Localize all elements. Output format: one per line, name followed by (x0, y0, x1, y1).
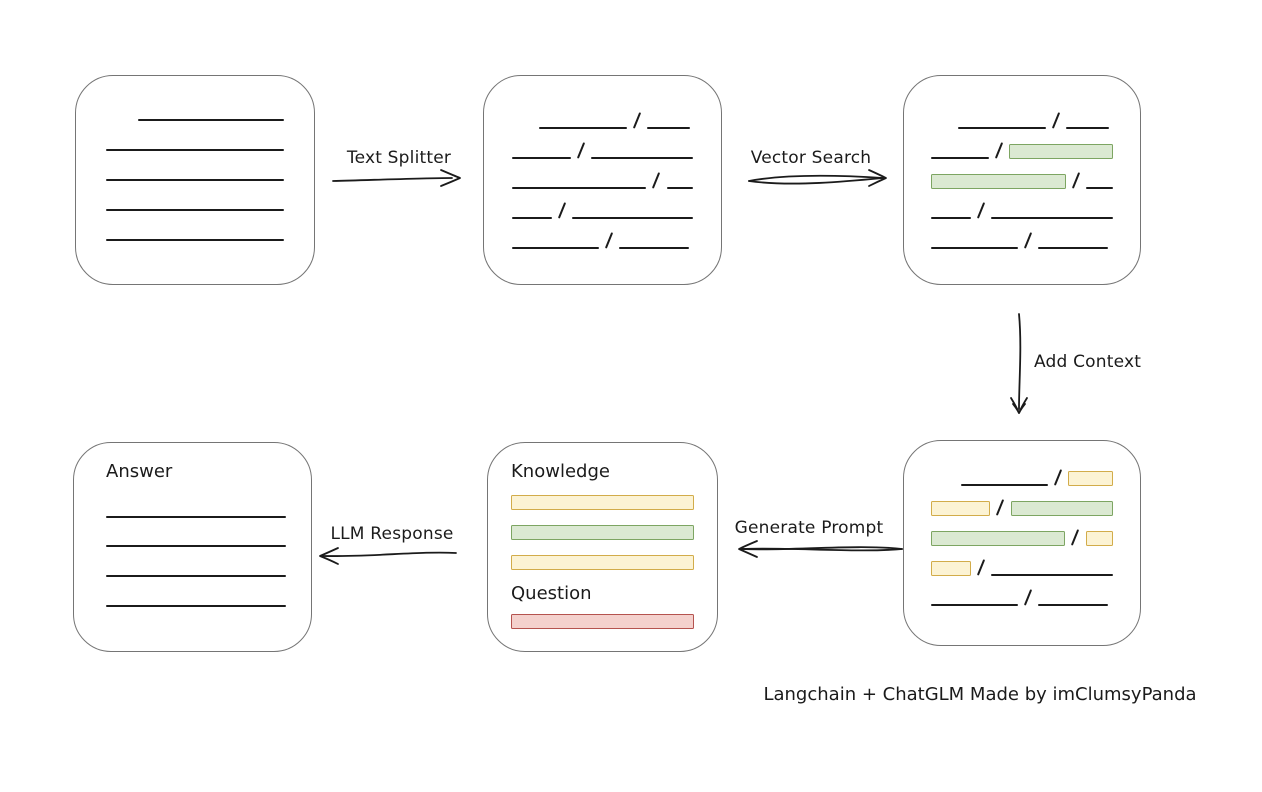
context-chunk-lines (904, 441, 1140, 606)
chunk-separator (604, 232, 614, 249)
matched-chunk-highlight (931, 531, 1066, 546)
chunk-row (512, 129, 693, 159)
text-line-row (106, 211, 284, 241)
node-context-chunks (903, 440, 1141, 646)
text-line-row (106, 181, 284, 211)
knowledge-bar-yellow (511, 495, 694, 510)
chunk-row (931, 189, 1113, 219)
knowledge-title: Knowledge (511, 461, 610, 482)
context-chunk-highlight (1085, 531, 1113, 546)
text-line-row (106, 151, 284, 181)
node-prompt: Knowledge Question (487, 442, 718, 652)
matched-chunk-highlight (1009, 144, 1113, 159)
chunk-row (512, 159, 693, 189)
knowledge-bar-green (511, 525, 694, 540)
edge-label-llm-response: LLM Response (330, 524, 454, 544)
document-lines (76, 76, 314, 241)
node-document (75, 75, 315, 285)
node-matched-chunks (903, 75, 1141, 285)
chunk-separator (576, 142, 586, 159)
chunk-separator (976, 559, 986, 576)
split-text-lines (484, 76, 721, 249)
chunk-row (931, 219, 1113, 249)
chunk-separator (1051, 112, 1061, 129)
edge-label-vector-search: Vector Search (750, 148, 872, 168)
question-title: Question (511, 583, 592, 604)
edge-label-generate-prompt: Generate Prompt (734, 518, 884, 538)
chunk-separator (1054, 469, 1063, 486)
chunk-separator (994, 142, 1004, 159)
edge-label-add-context: Add Context (1034, 352, 1142, 372)
context-chunk-highlight (931, 501, 991, 516)
text-line-row (106, 121, 284, 151)
text-line-row (106, 91, 284, 121)
edge-label-text-splitter: Text Splitter (346, 148, 452, 168)
chunk-row (512, 189, 693, 219)
arrow-vector-search (748, 169, 887, 187)
chunk-separator (1071, 529, 1080, 546)
chunk-row (931, 486, 1113, 516)
chunk-row (512, 99, 693, 129)
chunk-row (931, 516, 1113, 546)
matched-chunk-highlight (1010, 501, 1113, 516)
chunk-separator (652, 172, 661, 189)
chunk-separator (1071, 172, 1081, 189)
answer-line (106, 516, 286, 518)
matched-chunk-highlight (931, 174, 1067, 189)
node-split-text (483, 75, 722, 285)
chunk-row (931, 456, 1113, 486)
chunk-row (512, 219, 693, 249)
arrow-add-context (1010, 313, 1028, 414)
chunk-row (931, 99, 1113, 129)
matched-chunk-lines (904, 76, 1140, 249)
diagram-caption: Langchain + ChatGLM Made by imClumsyPand… (763, 684, 1197, 705)
answer-line (106, 545, 286, 547)
chunk-separator (1023, 589, 1033, 606)
answer-line (106, 575, 286, 577)
answer-title: Answer (106, 461, 173, 482)
chunk-separator (632, 112, 642, 129)
chunk-separator (1023, 232, 1033, 249)
chunk-separator (976, 202, 986, 219)
context-chunk-highlight (931, 561, 971, 576)
chunk-row (931, 576, 1113, 606)
chunk-separator (996, 499, 1005, 516)
chunk-row (931, 159, 1113, 189)
arrow-generate-prompt (738, 540, 903, 558)
answer-line (106, 605, 286, 607)
chunk-row (931, 129, 1113, 159)
chunk-row (931, 546, 1113, 576)
arrow-text-splitter (332, 169, 461, 187)
context-chunk-highlight (1068, 471, 1113, 486)
node-answer: Answer (73, 442, 312, 652)
chunk-separator (557, 202, 567, 219)
knowledge-bar-yellow (511, 555, 694, 570)
question-bar-red (511, 614, 694, 629)
arrow-llm-response (319, 547, 457, 565)
